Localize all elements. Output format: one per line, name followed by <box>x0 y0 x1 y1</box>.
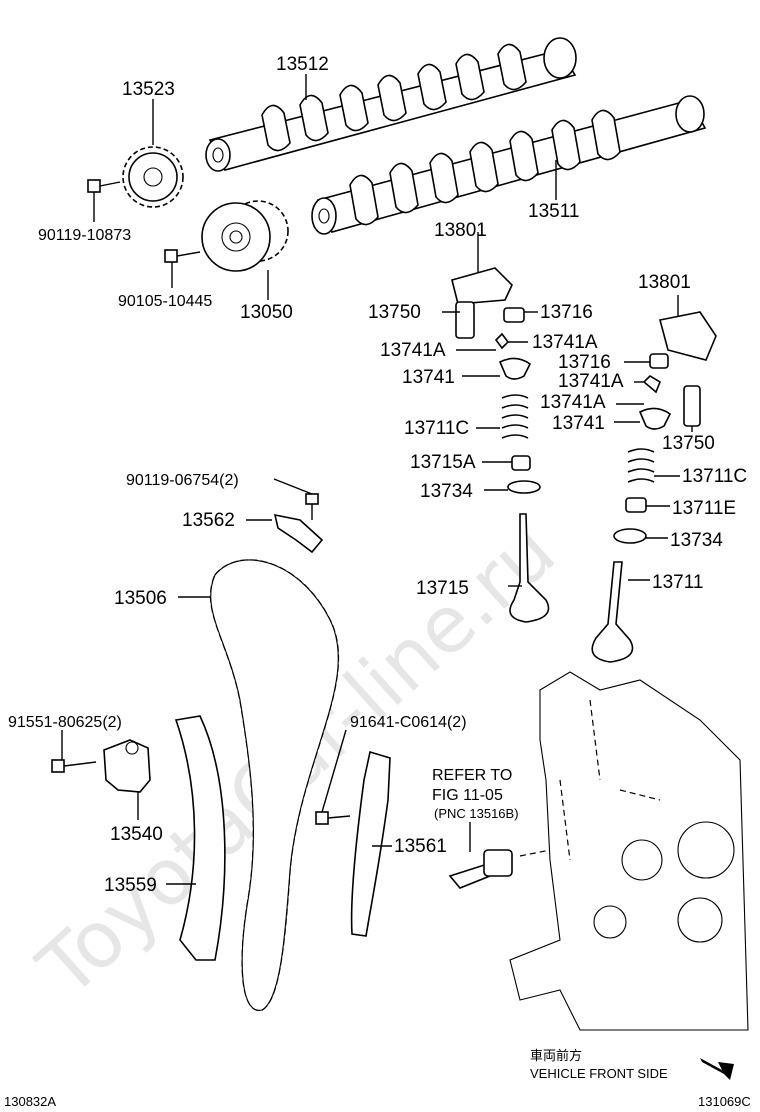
label-13711: 13711 <box>652 572 703 593</box>
figure-code-right: 131069C <box>698 1094 751 1109</box>
label-13741-left: 13741 <box>402 367 455 388</box>
label-13561: 13561 <box>394 836 447 857</box>
label-13716-left: 13716 <box>540 302 593 323</box>
chain-guide-13559 <box>174 715 226 961</box>
label-13562: 13562 <box>182 510 235 531</box>
vehicle-front-jp: 車両前方 <box>530 1048 582 1063</box>
figure-code-left: 130832A <box>4 1094 56 1109</box>
chain-tensioner-slipper-13562 <box>273 513 324 554</box>
label-13559: 13559 <box>104 875 157 896</box>
bolt-91551-80625 <box>51 759 97 773</box>
timing-chain-13506 <box>210 559 340 1011</box>
cam-sprocket-13523 <box>122 146 184 208</box>
label-90119-06754: 90119-06754(2) <box>126 472 239 489</box>
label-13750-right: 13750 <box>662 433 715 454</box>
bolt-91641-C0614 <box>315 811 351 825</box>
label-13711E: 13711E <box>672 498 736 519</box>
camshaft-timing-gear-13050 <box>201 200 289 272</box>
bolt-90105-10445 <box>164 249 201 263</box>
refer-line-1: REFER TO <box>432 767 512 784</box>
label-13741A-3: 13741A <box>558 371 624 392</box>
label-91641-C0614: 91641-C0614(2) <box>350 714 467 731</box>
label-90119-10873: 90119-10873 <box>38 227 131 244</box>
label-13523: 13523 <box>122 79 175 100</box>
label-13741A-1: 13741A <box>380 340 446 361</box>
label-13716-right: 13716 <box>558 352 611 373</box>
label-13734-left: 13734 <box>420 481 473 502</box>
refer-line-2: FIG 11-05 <box>432 787 503 804</box>
label-13711C-left: 13711C <box>404 418 469 439</box>
label-13512: 13512 <box>276 54 329 75</box>
label-13540: 13540 <box>110 824 163 845</box>
label-13715: 13715 <box>416 578 469 599</box>
vehicle-front-en: VEHICLE FRONT SIDE <box>530 1066 668 1081</box>
bolt-90119-06754 <box>305 493 319 520</box>
label-91551-80625: 91551-80625(2) <box>8 714 122 731</box>
bolt-90119-10873 <box>87 179 121 193</box>
engine-block-outline <box>509 671 749 1031</box>
oil-control-valve-ref <box>448 849 513 889</box>
label-13050: 13050 <box>240 302 293 323</box>
valve-train-left <box>451 267 550 623</box>
valve-train-right <box>591 311 717 663</box>
refer-line-3: (PNC 13516B) <box>434 806 519 821</box>
label-13506: 13506 <box>114 588 167 609</box>
label-13741A-2: 13741A <box>532 332 598 353</box>
label-90105-10445: 90105-10445 <box>118 293 212 310</box>
vehicle-front-arrow-icon <box>700 1058 734 1080</box>
label-13741-right: 13741 <box>552 413 605 434</box>
chain-tensioner-13540 <box>103 739 151 793</box>
label-13511: 13511 <box>528 201 579 222</box>
label-13801-right: 13801 <box>638 272 691 293</box>
chain-guide-13561 <box>350 750 391 937</box>
label-13741A-4: 13741A <box>540 392 606 413</box>
camshaft-13511 <box>311 95 707 235</box>
label-13750-left: 13750 <box>368 302 421 323</box>
label-13715A: 13715A <box>410 452 476 473</box>
label-13734-right: 13734 <box>670 530 723 551</box>
label-13711C-right: 13711C <box>682 466 747 487</box>
camshaft-13512 <box>205 37 577 172</box>
label-13801-left: 13801 <box>434 220 487 241</box>
